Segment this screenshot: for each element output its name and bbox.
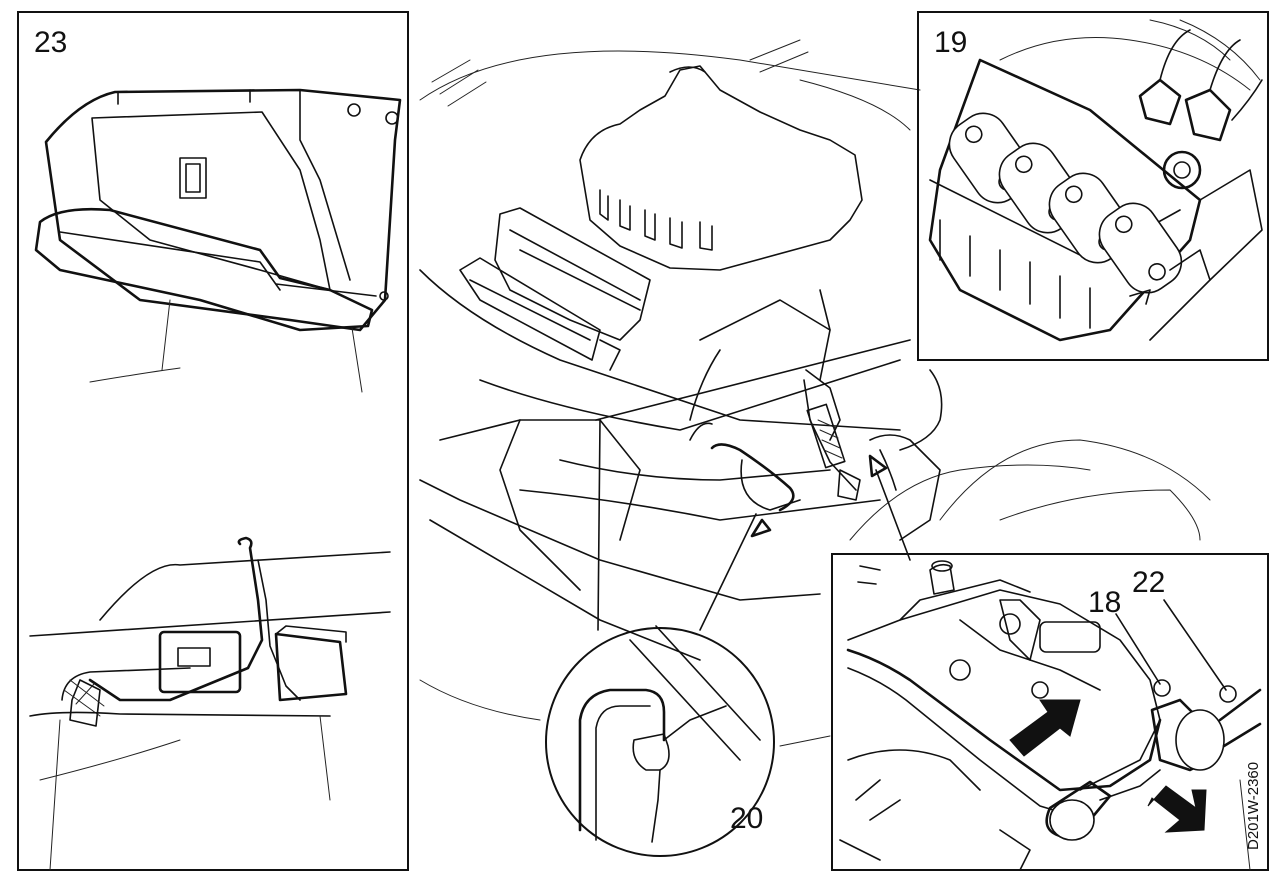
panel-23-frame [17,11,409,871]
circle-inset-frame [545,627,775,857]
fuel-rail-injector-illustration [839,560,1262,871]
callout-19: 19 [934,26,967,59]
panel-23: 23 [17,11,409,871]
circle-inset-20: 20 [545,625,775,857]
panel-19: 19 [917,11,1269,361]
panel-18-22: 18 22 [831,553,1269,871]
panel-18-22-frame [831,553,1269,871]
glovebox-lid-illustration [34,88,402,393]
callout-23: 23 [34,26,67,59]
reference-code: D201W-2360 [1245,762,1262,850]
dashboard-connector-illustration [29,536,391,871]
panel-19-frame [917,11,1269,361]
engine-bay-illustration [419,39,1211,747]
ignition-coil-pack-illustration [928,19,1263,342]
callout-22: 22 [1132,566,1165,599]
callout-20: 20 [730,802,763,835]
